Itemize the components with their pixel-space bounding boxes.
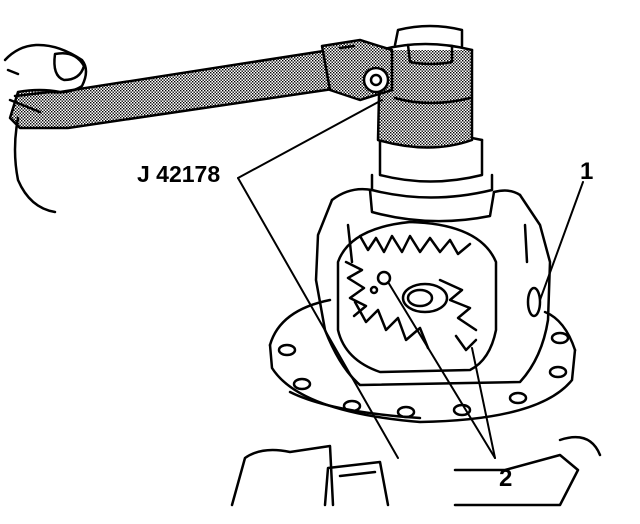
leader-part-2-a: [387, 281, 496, 459]
callout-tool-label: J 42178: [137, 161, 221, 187]
leader-part-2-b: [471, 347, 496, 459]
differential-case: [314, 187, 552, 387]
leader-tool-to-socket: [237, 99, 383, 179]
vise-base: [230, 435, 602, 507]
leader-tool-to-base: [237, 177, 399, 459]
hand: [3, 43, 88, 214]
carrier-flange: [268, 298, 577, 424]
callout-part-1-label: 1: [580, 158, 594, 185]
leader-part-1: [539, 181, 584, 301]
torque-wrench: [8, 38, 394, 130]
tool-socket: [376, 24, 474, 149]
callout-part-2-label: 2: [499, 465, 513, 492]
leader-lines: [237, 99, 584, 459]
